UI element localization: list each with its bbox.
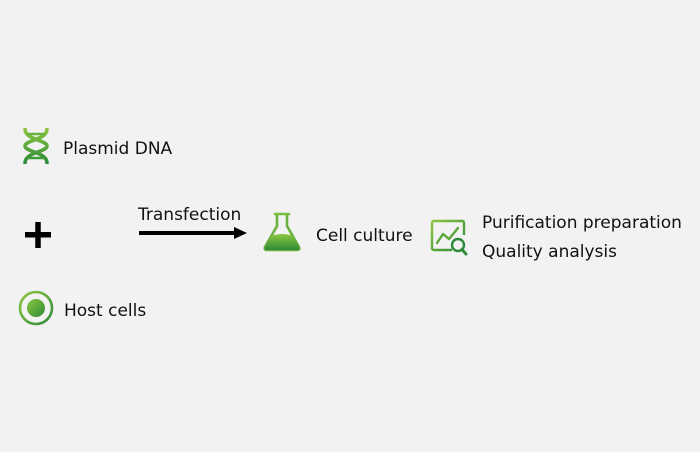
chart-magnifier-icon [430,219,468,257]
dna-helix-icon [21,128,51,164]
cell-culture-label: Cell culture [316,226,413,246]
plus-icon [25,222,51,248]
transfection-arrow [139,226,247,240]
host-cells-label: Host cells [64,301,147,321]
purification-label: Purification preparation [482,213,682,233]
cell-icon [18,290,54,326]
plasmid-dna-label: Plasmid DNA [63,139,173,159]
quality-analysis-label: Quality analysis [482,242,617,262]
transfection-label: Transfection [138,205,242,225]
flask-icon [262,212,302,252]
